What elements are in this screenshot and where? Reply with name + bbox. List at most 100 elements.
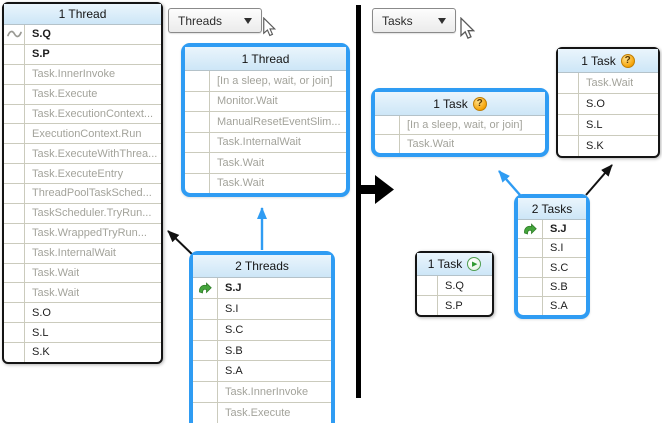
frame-gutter bbox=[185, 173, 210, 193]
stack-frame-row[interactable]: Task.ExecuteWithThrea... bbox=[4, 144, 161, 165]
stack-frame-row[interactable]: S.J bbox=[193, 278, 331, 299]
frame-gutter bbox=[558, 94, 579, 114]
stack-frame-list: S.J S.I S.C S.B S.A Task.InnerInvoke Tas… bbox=[193, 278, 331, 424]
stack-frame-row[interactable]: Task.Wait bbox=[185, 173, 346, 193]
stack-frame-row[interactable]: S.J bbox=[518, 220, 586, 240]
stack-frame-row[interactable]: Task.Wait bbox=[375, 135, 545, 153]
threads-view-dropdown[interactable]: Threads bbox=[168, 8, 262, 33]
stack-frame-row[interactable]: S.K bbox=[558, 136, 658, 156]
stack-frame-row[interactable]: S.O bbox=[558, 94, 658, 115]
stack-frame-row[interactable]: TaskScheduler.TryRun... bbox=[4, 203, 161, 224]
stack-frame-row[interactable]: Task.InnerInvoke bbox=[4, 64, 161, 85]
stack-box-header: 1 Thread bbox=[185, 47, 346, 71]
stack-box-title: 1 Thread bbox=[58, 7, 107, 21]
stack-frame-list: Task.Wait S.O S.L S.K bbox=[558, 73, 658, 156]
frame-gutter bbox=[375, 135, 400, 153]
stack-frame-row[interactable]: [In a sleep, wait, or join] bbox=[185, 71, 346, 92]
stack-frame-label: S.K bbox=[32, 346, 50, 359]
frame-gutter bbox=[558, 136, 579, 156]
stack-frame-row[interactable]: Task.InternalWait bbox=[4, 243, 161, 264]
stack-frame-label: S.A bbox=[225, 365, 243, 378]
stack-frame-row[interactable]: [In a sleep, wait, or join] bbox=[375, 116, 545, 135]
stack-frame-row[interactable]: S.B bbox=[193, 340, 331, 362]
frame-gutter bbox=[4, 243, 25, 263]
frame-gutter bbox=[185, 112, 210, 132]
stack-frame-row[interactable]: S.A bbox=[193, 361, 331, 383]
stack-frame-row[interactable]: S.O bbox=[4, 303, 161, 324]
stack-frame-row[interactable]: Monitor.Wait bbox=[185, 91, 346, 112]
stack-frame-row[interactable]: Task.ExecutionContext... bbox=[4, 104, 161, 125]
stack-frame-row[interactable]: Task.WrappedTryRun... bbox=[4, 223, 161, 244]
stack-box-title: 1 Task bbox=[433, 96, 468, 111]
stack-frame-label: S.L bbox=[32, 326, 49, 339]
stack-frame-label: [In a sleep, wait, or join] bbox=[217, 74, 333, 87]
stack-frame-row[interactable]: S.K bbox=[4, 343, 161, 362]
stack-frame-label: S.I bbox=[550, 242, 564, 255]
stack-frame-label: Task.InternalWait bbox=[217, 136, 301, 149]
frame-gutter bbox=[185, 153, 210, 173]
stack-frame-label: Task.InternalWait bbox=[32, 247, 116, 260]
stack-frame-row[interactable]: S.A bbox=[518, 296, 586, 316]
stack-frame-row[interactable]: Task.Wait bbox=[4, 283, 161, 304]
frame-gutter bbox=[4, 223, 25, 243]
stack-frame-row[interactable]: Task.Wait bbox=[558, 73, 658, 94]
thread-group-box-torn: 2 Threads S.J S.I S.C S.B S.A Task.Inner… bbox=[189, 251, 335, 427]
stack-frame-label: Task.Wait bbox=[217, 156, 265, 169]
stack-frame-label: S.P bbox=[32, 48, 50, 61]
stack-frame-label: S.Q bbox=[32, 28, 51, 41]
frame-gutter bbox=[558, 73, 579, 93]
frame-gutter bbox=[193, 361, 218, 382]
frame-gutter bbox=[4, 144, 25, 164]
stack-frame-row[interactable]: Task.ExecuteEntry bbox=[4, 164, 161, 184]
stack-frame-row[interactable]: Task.Execute bbox=[193, 403, 331, 424]
task-status-running-icon: ▶ bbox=[467, 257, 482, 271]
frame-gutter bbox=[4, 263, 25, 283]
stack-frame-row[interactable]: S.Q bbox=[4, 25, 161, 45]
stack-frame-row[interactable]: Task.Execute bbox=[4, 84, 161, 105]
stack-frame-label: ManualResetEventSlim... bbox=[217, 115, 341, 128]
stack-frame-row[interactable]: ManualResetEventSlim... bbox=[185, 112, 346, 133]
stack-frame-list: [In a sleep, wait, or join] Task.Wait bbox=[375, 116, 545, 153]
stack-frame-label: ExecutionContext.Run bbox=[32, 127, 142, 140]
frame-gutter bbox=[193, 382, 218, 403]
stack-frame-label: ThreadPoolTaskSched... bbox=[32, 187, 152, 200]
stack-frame-row[interactable]: S.C bbox=[518, 258, 586, 278]
stack-box-header: 1 Task ▶ bbox=[417, 253, 492, 276]
mouse-cursor-icon bbox=[459, 16, 476, 46]
stack-frame-label: Task.WrappedTryRun... bbox=[32, 227, 147, 240]
stack-frame-label: S.J bbox=[550, 223, 567, 236]
thread-stack-panel: 1 Thread S.Q S.P Task.InnerInvoke Task.E… bbox=[2, 2, 163, 364]
stack-box-title: 2 Threads bbox=[235, 259, 289, 273]
stack-frame-row[interactable]: Task.InnerInvoke bbox=[193, 382, 331, 404]
stack-frame-row[interactable]: S.P bbox=[4, 44, 161, 65]
stack-frame-row[interactable]: S.I bbox=[193, 298, 331, 320]
stack-frame-row[interactable]: Task.Wait bbox=[185, 153, 346, 174]
stack-frame-row[interactable]: S.I bbox=[518, 239, 586, 259]
stack-frame-row[interactable]: Task.Wait bbox=[4, 263, 161, 284]
stack-frame-row[interactable]: S.B bbox=[518, 277, 586, 297]
stack-frame-label: Task.ExecuteEntry bbox=[32, 167, 124, 180]
stack-frame-row[interactable]: S.L bbox=[4, 323, 161, 343]
stack-frame-row[interactable]: S.Q bbox=[417, 276, 492, 296]
stack-frame-row[interactable]: S.L bbox=[558, 115, 658, 136]
frame-gutter bbox=[518, 277, 543, 296]
arrow-to-task-top-box bbox=[585, 164, 613, 196]
stack-frame-label: [In a sleep, wait, or join] bbox=[407, 119, 523, 131]
stack-frame-row[interactable]: S.P bbox=[417, 296, 492, 315]
stack-frame-row[interactable]: S.C bbox=[193, 319, 331, 341]
frame-gutter bbox=[4, 203, 25, 223]
stack-frame-row[interactable]: ThreadPoolTaskSched... bbox=[4, 184, 161, 204]
tasks-view-dropdown[interactable]: Tasks bbox=[372, 8, 456, 33]
frame-gutter bbox=[193, 340, 218, 361]
current-frame-icon bbox=[199, 282, 212, 294]
frame-gutter bbox=[518, 296, 543, 316]
stack-frame-label: Task.Execute bbox=[225, 407, 291, 420]
frame-gutter bbox=[4, 124, 25, 144]
frame-gutter bbox=[4, 184, 25, 203]
stack-frame-label: S.C bbox=[225, 323, 244, 336]
section-divider bbox=[356, 5, 361, 398]
stack-frame-row[interactable]: ExecutionContext.Run bbox=[4, 124, 161, 145]
frame-gutter bbox=[185, 71, 210, 91]
stack-frame-row[interactable]: Task.InternalWait bbox=[185, 132, 346, 153]
stack-frame-label: S.B bbox=[225, 344, 243, 357]
